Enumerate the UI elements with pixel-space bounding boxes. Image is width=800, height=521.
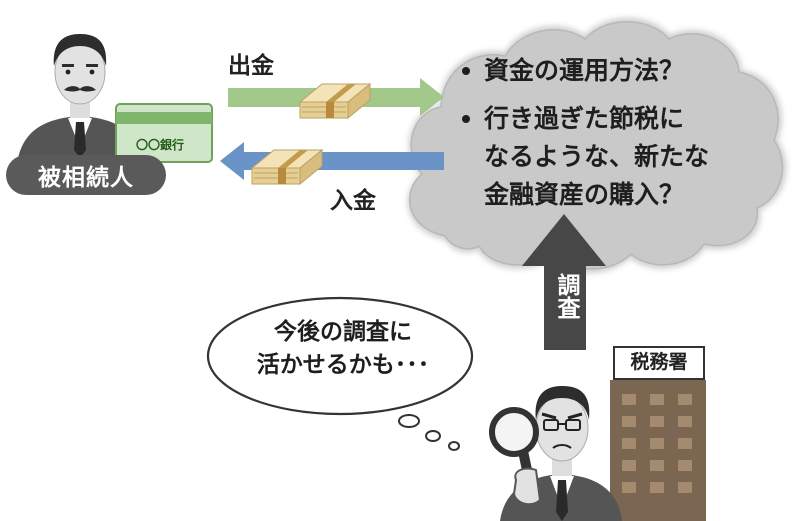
deceased-label: 被相続人 — [6, 155, 166, 195]
speech-line-1: 今後の調査に — [274, 319, 412, 345]
deceased-person — [18, 34, 142, 158]
investigation-text: 調査 — [553, 273, 579, 319]
tax-office-building — [610, 380, 706, 521]
cloud-item-1-line-1: 資金の運用方法？ — [484, 56, 685, 85]
bank-card — [115, 103, 213, 163]
speech-line-2: 活かせるかも･･･ — [256, 352, 430, 378]
cloud-item-2-line-1: 行き過ぎた節税に — [484, 104, 685, 133]
cloud-item-2-line-2: なるような、新たな — [484, 142, 710, 171]
investigation-arrow — [522, 214, 606, 350]
investigation-label: 調査 — [549, 273, 579, 329]
cloud-item-2-line-3: 金融資産の購入？ — [484, 180, 685, 209]
investigator — [500, 386, 622, 521]
magnifying-glass-icon — [489, 407, 542, 506]
withdrawal-label: 出金 — [228, 53, 274, 79]
deposit-label: 入金 — [330, 188, 376, 214]
speech-bubble — [206, 296, 474, 451]
money-bundle-bottom — [250, 148, 324, 186]
cloud-bullet-1 — [462, 67, 470, 75]
cloud-bullet-2 — [462, 115, 470, 123]
thought-cloud — [407, 17, 787, 273]
tax-office-sign: 税務署 — [613, 346, 705, 380]
money-bundle-top — [298, 82, 372, 120]
speech-bubble-text: 今後の調査に 活かせるかも･･･ — [238, 316, 448, 382]
bank-card-label: 〇〇銀行 — [136, 138, 185, 152]
